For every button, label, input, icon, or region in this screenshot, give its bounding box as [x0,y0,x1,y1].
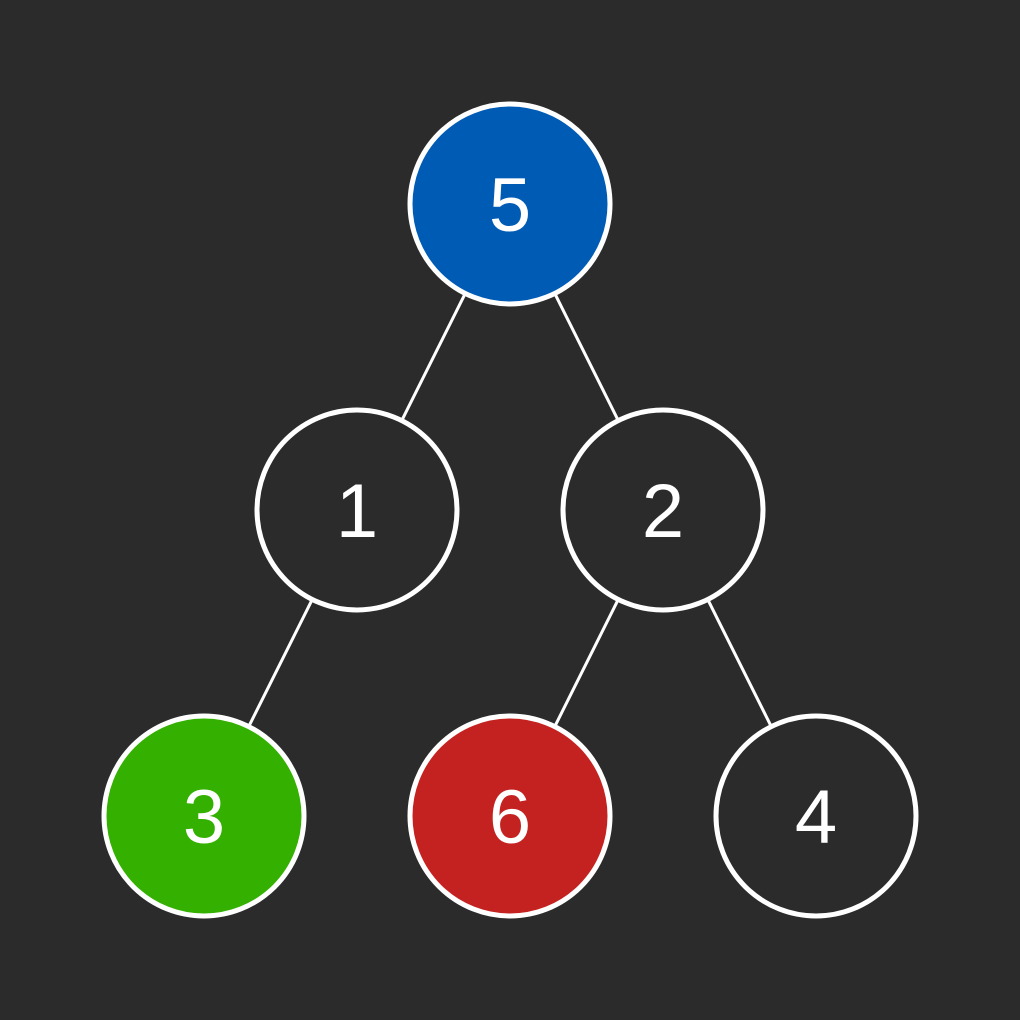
node-label: 5 [489,163,531,248]
edge-n5-n1 [401,294,466,420]
node-label: 2 [642,469,684,554]
node-circle [560,407,766,613]
node-circle [407,101,613,307]
tree-node-4: 4 [713,713,919,919]
node-label: 4 [795,775,837,860]
tree-edges [248,294,772,726]
tree-node-1: 1 [254,407,460,613]
node-circle [407,713,613,919]
node-circle [713,713,919,919]
tree-node-5: 5 [407,101,613,307]
edge-n5-n2 [554,294,619,420]
node-label: 3 [183,775,225,860]
edge-n2-n4 [707,600,772,726]
node-circle [254,407,460,613]
tree-node-2: 2 [560,407,766,613]
node-circle [101,713,307,919]
node-label: 6 [489,775,531,860]
edge-n1-n3 [248,600,313,726]
edge-n2-n6 [554,600,619,726]
tree-nodes: 5 1 2 3 6 4 [101,101,919,919]
tree-node-6: 6 [407,713,613,919]
node-label: 1 [336,469,378,554]
tree-node-3: 3 [101,713,307,919]
